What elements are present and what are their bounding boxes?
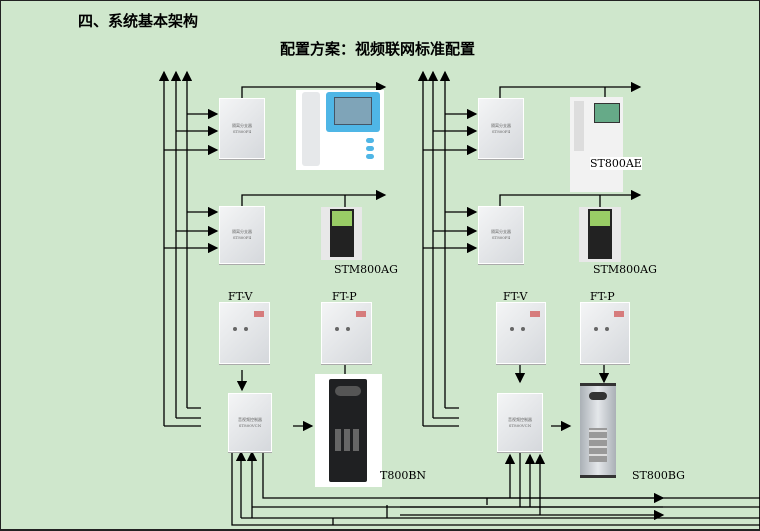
ftv-power-box xyxy=(496,302,546,364)
ftp-label: FT-P xyxy=(590,290,615,303)
controller-label: 音视频控制器 xyxy=(238,416,262,422)
indoor-monitor-image xyxy=(579,207,621,262)
splitter-label: 隔离分支器 xyxy=(491,122,511,128)
door-station-image xyxy=(580,383,616,478)
ftp-power-box xyxy=(321,302,372,364)
left-monitor2-label: STM800AG xyxy=(334,263,398,276)
right-door-label: ST800BG xyxy=(632,469,685,482)
indoor-monitor-image xyxy=(570,97,623,192)
controller-label: 音视频控制器 xyxy=(508,416,532,422)
splitter-label: 隔离分支器 xyxy=(491,229,511,235)
right-monitor1-label: ST800AE xyxy=(590,157,642,170)
left-door-label: T800BN xyxy=(380,469,427,482)
splitter-label: 隔离分支器 xyxy=(232,122,252,128)
ftv-label: FT-V xyxy=(228,290,253,303)
right-monitor2-label: STM800AG xyxy=(593,263,657,276)
diagram-title: 配置方案：视频联网标准配置 xyxy=(280,40,476,58)
indoor-monitor-image xyxy=(296,90,384,170)
ftp-label: FT-P xyxy=(332,290,357,303)
section-heading: 四、系统基本架构 xyxy=(78,12,199,30)
controller-model: ST800VCN xyxy=(238,422,262,428)
splitter-label: 隔离分支器 xyxy=(232,229,252,235)
splitter-model: ST800F4 xyxy=(491,128,511,134)
splitter-model: ST800F4 xyxy=(232,235,252,241)
ftv-power-box xyxy=(219,302,270,364)
ftp-power-box xyxy=(580,302,630,364)
controller-model: ST800VCN xyxy=(508,422,532,428)
splitter-model: ST800F4 xyxy=(491,235,511,241)
indoor-monitor-image xyxy=(321,207,362,260)
ftv-label: FT-V xyxy=(503,290,528,303)
splitter-model: ST800F4 xyxy=(232,128,252,134)
door-station-image xyxy=(315,374,382,487)
